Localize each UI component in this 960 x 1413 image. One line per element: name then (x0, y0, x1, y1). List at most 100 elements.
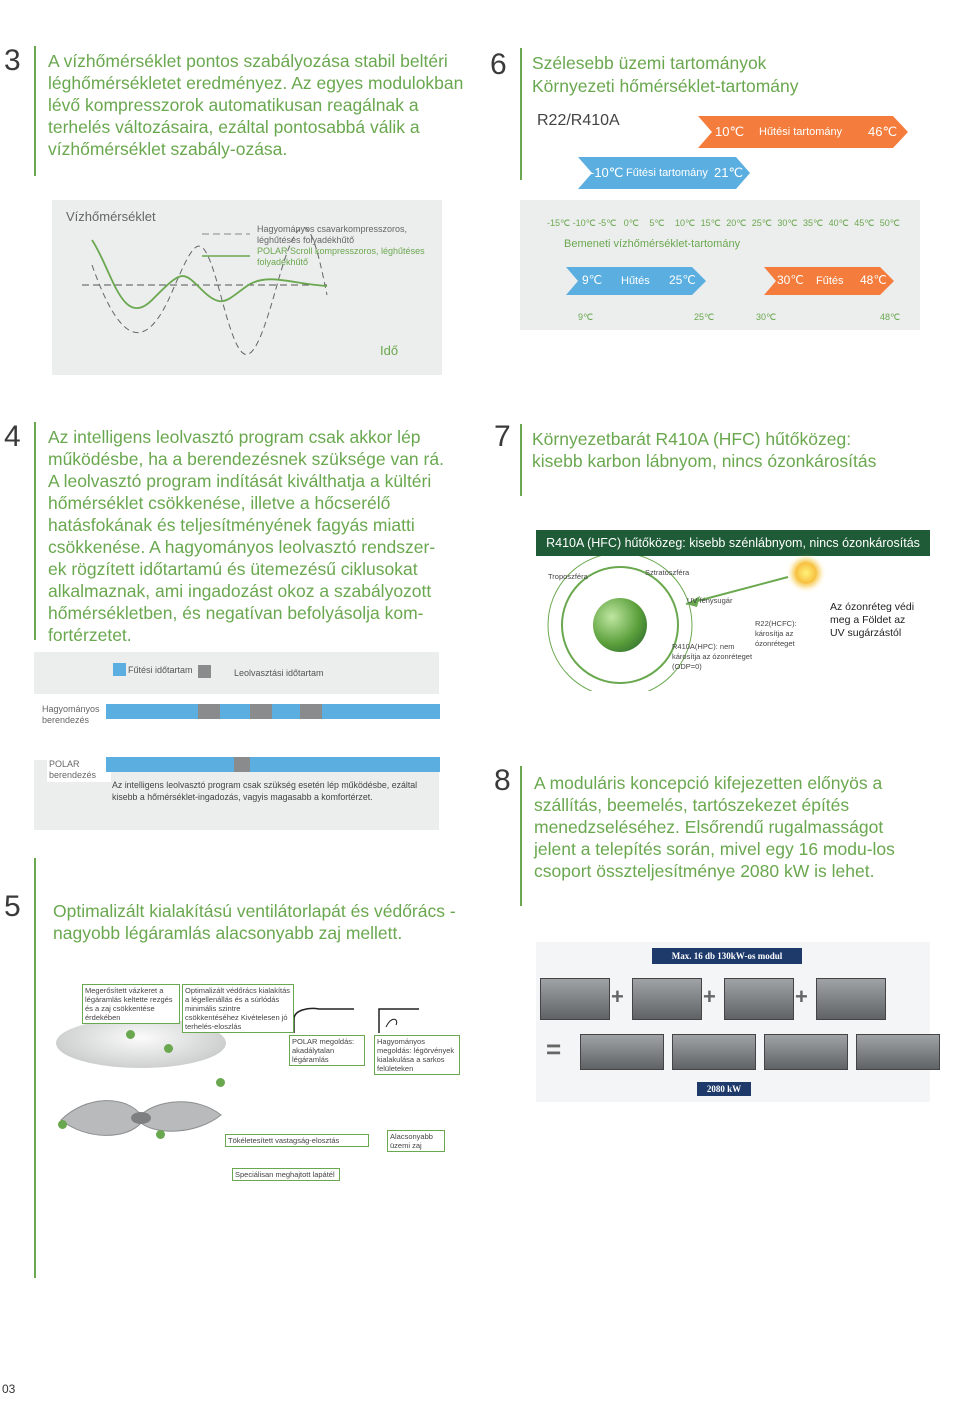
pointer-dot-4 (58, 1120, 67, 1129)
uv-label: UV fénysugár (687, 596, 733, 605)
callout-grille: Optimalizált védőrács kialakítás a légel… (182, 984, 294, 1033)
water-temp-chart: Vízhőmérséklet Hagyományos csavarkompres… (52, 200, 442, 375)
cooling-range-arrow: 10℃ Hűtési tartomány 46℃ (698, 116, 908, 148)
cool-label: Hűtési tartomány (759, 126, 843, 138)
section-8-text: A moduláris koncepció kifejezetten előny… (534, 773, 895, 881)
w-heat-start: 30℃ (777, 273, 804, 287)
scale-tick: 35℃ (803, 218, 824, 228)
legend-defrost-swatch (198, 665, 211, 678)
scale-tick: -10℃ (572, 218, 596, 228)
scale-tick: -15℃ (547, 218, 571, 228)
stratosphere-label: Sztratoszféra (645, 568, 690, 577)
r22-label: R22(HCFC): károsítja az ózonréteget (755, 619, 797, 648)
section-6-number: 6 (490, 48, 507, 81)
r410-label: R410A(HPC): nem károsítja az ózonréteget… (672, 642, 753, 671)
water-temp-curves (82, 227, 328, 355)
bottom-tick-1: 9℃ (578, 312, 594, 322)
section-7-number: 7 (494, 420, 511, 453)
pointer-dot-2 (164, 1044, 173, 1053)
pointer-dot-5 (156, 1130, 165, 1139)
section-7-text: Környezetbarát R410A (HFC) hűtőközeg: ki… (532, 429, 877, 471)
bottom-tick-2: 25℃ (694, 312, 715, 322)
w-heat-label: Fűtés (816, 275, 844, 287)
section-5-divider (34, 858, 36, 1278)
troposphere-label: Troposzféra (548, 572, 588, 581)
defrost-note: Az intelligens leolvasztó program csak s… (112, 780, 418, 802)
traditional-airflow-icon (378, 1008, 419, 1033)
scale-tick: 40℃ (828, 218, 849, 228)
callout-frame: Megerősített vázkeret a légáramlás kelte… (82, 984, 180, 1024)
row1-label: Hagyományos berendezés (42, 704, 100, 725)
equals-sign: = (546, 1034, 562, 1064)
section-6-title2: Környezeti hőmérséklet-tartomány (532, 76, 799, 96)
module-group (580, 1034, 664, 1070)
w-cool-end: 25℃ (669, 273, 696, 287)
section-7-divider (520, 424, 522, 496)
legend-heat-swatch (113, 663, 126, 676)
callout-traditional: Hagyományos megoldás: légörvények kialak… (374, 1035, 460, 1075)
plus-sign: + (795, 984, 808, 1009)
heat-start: -10℃ (590, 165, 624, 180)
polar-heat-bar (106, 757, 440, 772)
cool-start: 10℃ (715, 124, 745, 139)
r410a-banner: R410A (HFC) hűtőközeg: kisebb szénlábnyo… (536, 530, 930, 556)
solid-line-icon (202, 255, 250, 257)
sun-icon (795, 562, 817, 584)
section-8-divider (520, 766, 522, 906)
pointer-dot-3 (216, 1078, 225, 1087)
section-3-text: A vízhőmérséklet pontos szabályozása sta… (48, 51, 464, 159)
polar-row-bg (42, 751, 440, 752)
ozone-diagram: Troposzféra Sztratoszféra UV fénysugár R… (536, 556, 930, 691)
legend-defrost-label: Leolvasztási időtartam (234, 668, 324, 678)
section-4-divider (34, 422, 36, 640)
ozone-label: Az ózonréteg védi meg a Földet az UV sug… (830, 601, 915, 639)
dashed-line-icon (202, 233, 250, 235)
traditional-defrost-2 (250, 704, 272, 719)
scale-tick: 45℃ (854, 218, 875, 228)
callout-edge: Speciálisan meghajtott lapátél (232, 1168, 340, 1181)
legend-heat-label: Fűtési időtartam (128, 665, 193, 675)
module-group (540, 978, 610, 1020)
section-4-text: Az intelligens leolvasztó program csak a… (48, 427, 444, 645)
chart-xlabel: Idő (380, 343, 399, 358)
heat-end: 21℃ (714, 165, 744, 180)
scale-tick: 20℃ (726, 218, 747, 228)
section-6-divider (520, 48, 522, 180)
callout-noise: Alacsonyabb üzemi zaj (387, 1130, 445, 1152)
scale-tick: 30℃ (777, 218, 798, 228)
modules-title: Max. 16 db 130kW-os modul (652, 948, 802, 964)
scale-tick: 25℃ (751, 218, 772, 228)
row2-label: POLAR berendezés (47, 758, 111, 782)
traditional-curve (91, 227, 328, 355)
module-group (816, 978, 886, 1020)
w-heat-end: 48℃ (860, 273, 887, 287)
polar-curve (91, 239, 328, 309)
defrost-chart: Fűtési időtartam Leolvasztási időtartam (34, 652, 439, 830)
section-3-number: 3 (4, 44, 21, 77)
heating-range-arrow: -10℃ Fűtési tartomány 21℃ (578, 157, 750, 189)
module-group (632, 978, 702, 1020)
scale-tick: 5℃ (649, 218, 665, 228)
module-group (724, 978, 794, 1020)
pointer-dot-1 (126, 1030, 135, 1039)
module-group (672, 1034, 756, 1070)
module-group (764, 1034, 848, 1070)
legend-traditional-label: Hagyományos csavarkompresszoros, léghűté… (257, 224, 408, 245)
scale-tick: 15℃ (700, 218, 721, 228)
callout-polar: POLAR megoldás: akadálytalan légáramlás (289, 1035, 365, 1066)
inlet-title: Bemeneti vízhőmérséklet-tartomány (564, 238, 741, 250)
modules-total: 2080 kW (697, 1082, 751, 1096)
module-grid: +++= (540, 970, 940, 1070)
polar-defrost-1 (234, 757, 250, 772)
w-cool-start: 9℃ (582, 273, 603, 287)
section-4-number: 4 (4, 420, 21, 453)
plus-sign: + (611, 984, 624, 1009)
chart-title: Vízhőmérséklet (66, 209, 156, 224)
modules-image: Max. 16 db 130kW-os modul +++= 2080 kW (536, 942, 940, 1102)
traditional-defrost-3 (300, 704, 322, 719)
water-cooling-arrow: 9℃ Hűtés 25℃ (566, 267, 706, 295)
scale-tick: -5℃ (598, 218, 617, 228)
traditional-heat-bar (106, 704, 440, 719)
heat-label: Fűtési tartomány (626, 167, 708, 179)
